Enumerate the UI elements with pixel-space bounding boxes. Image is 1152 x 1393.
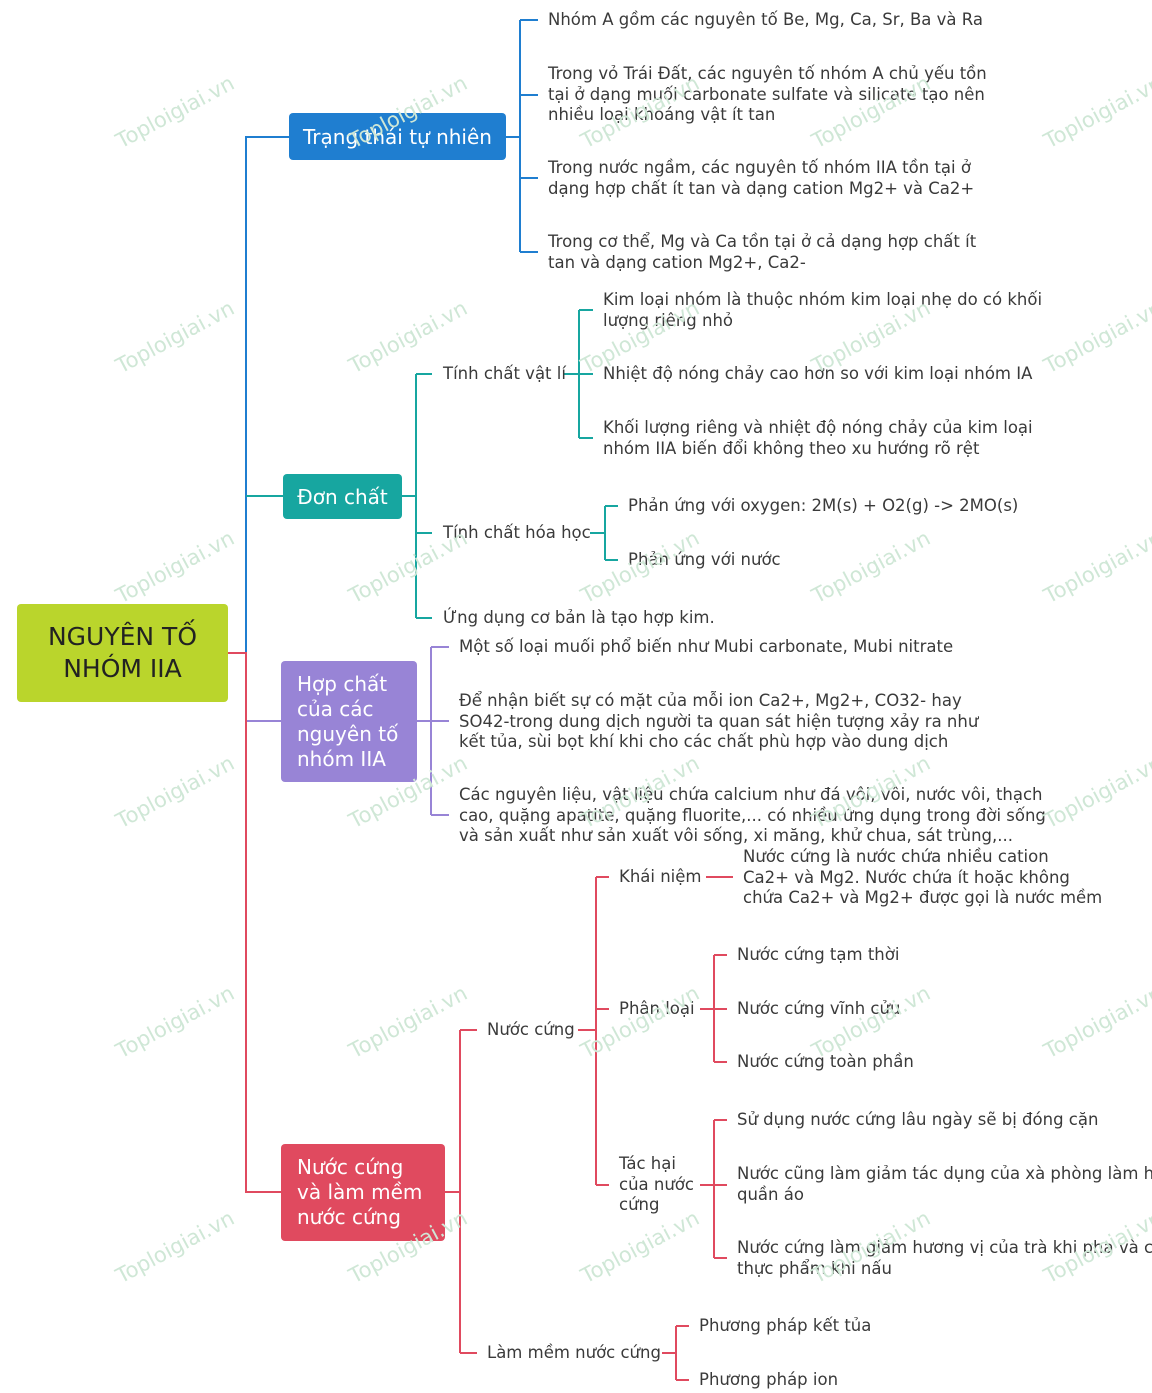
- root-node: NGUYÊN TỐ NHÓM IIA: [17, 604, 228, 702]
- compound-item-3: Các nguyên liệu, vật liệu chứa calcium n…: [459, 785, 1046, 845]
- harm-label: Tác hại của nước cứng: [619, 1154, 694, 1214]
- branch-hard-water-label: Nước cứng và làm mềm nước cứng: [297, 1155, 423, 1229]
- physical-item-2: Nhiệt độ nóng chảy cao hơn so với kim lo…: [603, 364, 1033, 383]
- hard-water-label: Nước cứng: [487, 1020, 575, 1039]
- type-item-3: Nước cứng toàn phần: [737, 1052, 914, 1071]
- branch-compounds: Hợp chất của các nguyên tố nhóm IIA: [281, 661, 417, 782]
- type-item-1: Nước cứng tạm thời: [737, 945, 900, 964]
- compound-item-1: Một số loại muối phổ biến như Mubi carbo…: [459, 637, 954, 656]
- line-root-b2: [246, 309, 618, 619]
- concept-label: Khái niệm: [619, 867, 702, 886]
- natural-item-3: Trong nước ngầm, các nguyên tố nhóm IIA …: [548, 158, 975, 198]
- harm-item-2: Nước cũng làm giảm tác dụng của xà phòng…: [737, 1164, 1152, 1204]
- natural-item-4: Trong cơ thể, Mg và Ca tồn tại ở cả dạng…: [548, 232, 977, 272]
- chemical-properties-label: Tính chất hóa học: [443, 523, 591, 542]
- application-text: Ứng dụng cơ bản là tạo hợp kim.: [443, 608, 715, 627]
- compound-item-2: Để nhận biết sự có mặt của mỗi ion Ca2+,…: [459, 691, 979, 751]
- physical-item-3: Khối lượng riêng và nhiệt độ nóng chảy c…: [603, 418, 1033, 458]
- soft-item-1: Phương pháp kết tủa: [699, 1316, 872, 1335]
- branch-compounds-label: Hợp chất của các nguyên tố nhóm IIA: [297, 671, 399, 771]
- natural-item-2: Trong vỏ Trái Đất, các nguyên tố nhóm A …: [548, 64, 987, 124]
- branch-element-label: Đơn chất: [297, 484, 388, 509]
- root-label: NGUYÊN TỐ NHÓM IIA: [47, 622, 198, 683]
- branch-natural-state-label: Trạng thái tự nhiên: [303, 124, 492, 149]
- concept-text: Nước cứng là nước chứa nhiều cation Ca2+…: [743, 847, 1103, 907]
- branch-natural-state: Trạng thái tự nhiên: [289, 113, 506, 160]
- natural-item-1: Nhóm A gồm các nguyên tố Be, Mg, Ca, Sr,…: [548, 10, 983, 29]
- soft-item-2: Phương pháp ion: [699, 1370, 839, 1389]
- branch-hard-water: Nước cứng và làm mềm nước cứng: [281, 1144, 445, 1241]
- classification-label: Phân loại: [619, 999, 695, 1018]
- physical-item-1: Kim loại nhóm là thuộc nhóm kim loại nhẹ…: [603, 290, 1043, 330]
- physical-properties-label: Tính chất vật lí: [443, 364, 566, 383]
- chemical-item-2: Phản ứng với nước: [628, 550, 781, 569]
- harm-item-3: Nước cứng làm giảm hương vị của trà khi …: [737, 1238, 1152, 1278]
- branch-element: Đơn chất: [283, 474, 402, 519]
- softening-label: Làm mềm nước cứng: [487, 1343, 661, 1362]
- chemical-item-1: Phản ứng với oxygen: 2M(s) + O2(g) -> 2M…: [628, 496, 1019, 515]
- type-item-2: Nước cứng vĩnh cửu: [737, 999, 901, 1018]
- harm-item-1: Sử dụng nước cứng lâu ngày sẽ bị đóng cặ…: [737, 1110, 1099, 1129]
- line-root-b4: [228, 652, 733, 1381]
